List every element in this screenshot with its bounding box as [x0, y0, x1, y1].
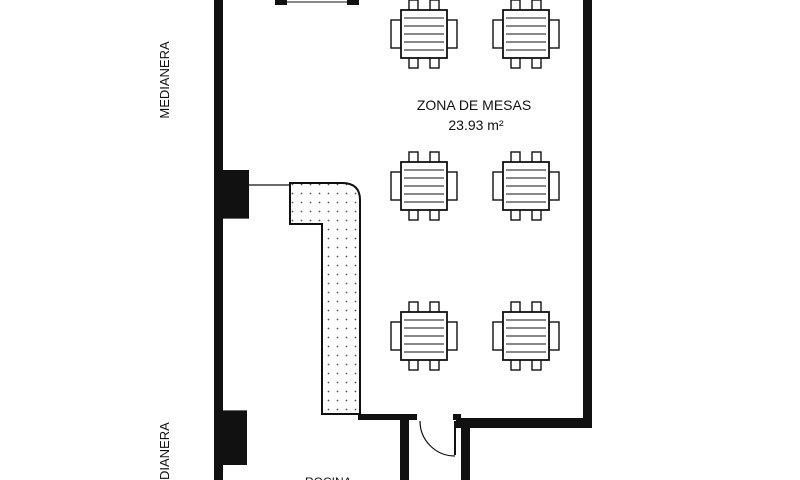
side-label-upper: MEDIANERA	[157, 41, 172, 119]
left-wall	[214, 0, 223, 480]
pilaster-upper	[223, 170, 249, 218]
zone-name: ZONA DE MESAS	[417, 97, 531, 113]
table-6	[492, 301, 560, 371]
bar-counter	[289, 182, 361, 415]
table-4	[492, 151, 560, 221]
table-1	[390, 0, 458, 69]
right-wall	[583, 0, 592, 428]
side-label-lower: DIANERA	[157, 422, 172, 480]
door-swing	[419, 420, 456, 457]
top-fixture-right	[347, 0, 359, 5]
table-3	[390, 151, 458, 221]
pilaster-lower	[223, 411, 247, 465]
table-5	[390, 301, 458, 371]
cutoff-label-fragment: ROCINA	[305, 475, 352, 480]
table-2	[492, 0, 560, 69]
corridor-wall-left	[400, 414, 409, 480]
bottom-wall-left	[358, 414, 400, 420]
bottom-wall-right	[456, 418, 592, 428]
top-fixture-left	[275, 0, 287, 5]
zone-area: 23.93 m²	[448, 117, 504, 133]
corridor-wall-right	[461, 418, 470, 480]
